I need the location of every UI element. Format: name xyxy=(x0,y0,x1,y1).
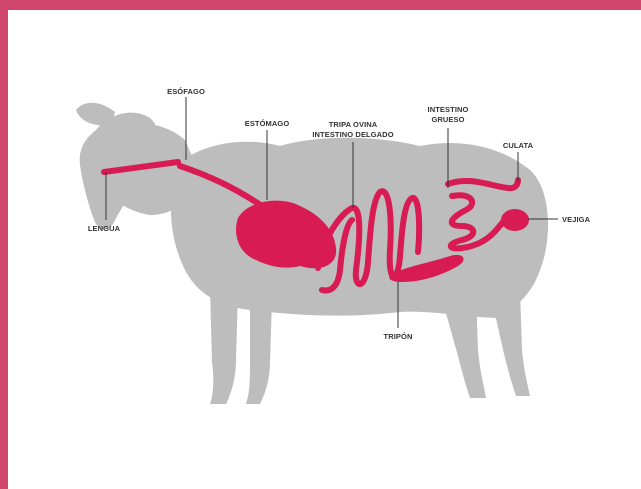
label-vejiga: VEJIGA xyxy=(562,215,591,224)
label-culata: CULATA xyxy=(503,141,534,150)
label-lengua: LENGUA xyxy=(88,224,121,233)
label-estomago: ESTÓMAGO xyxy=(245,119,290,128)
label-esofago: ESÓFAGO xyxy=(167,87,205,96)
label-intestino: INTESTINO xyxy=(428,105,469,114)
label-intestino-delgado: INTESTINO DELGADO xyxy=(312,130,393,139)
bladder-organ xyxy=(501,209,529,231)
label-grueso: GRUESO xyxy=(431,115,464,124)
label-tripon: TRIPÓN xyxy=(384,332,413,341)
label-tripa-ovina: TRIPA OVINA xyxy=(329,120,378,129)
